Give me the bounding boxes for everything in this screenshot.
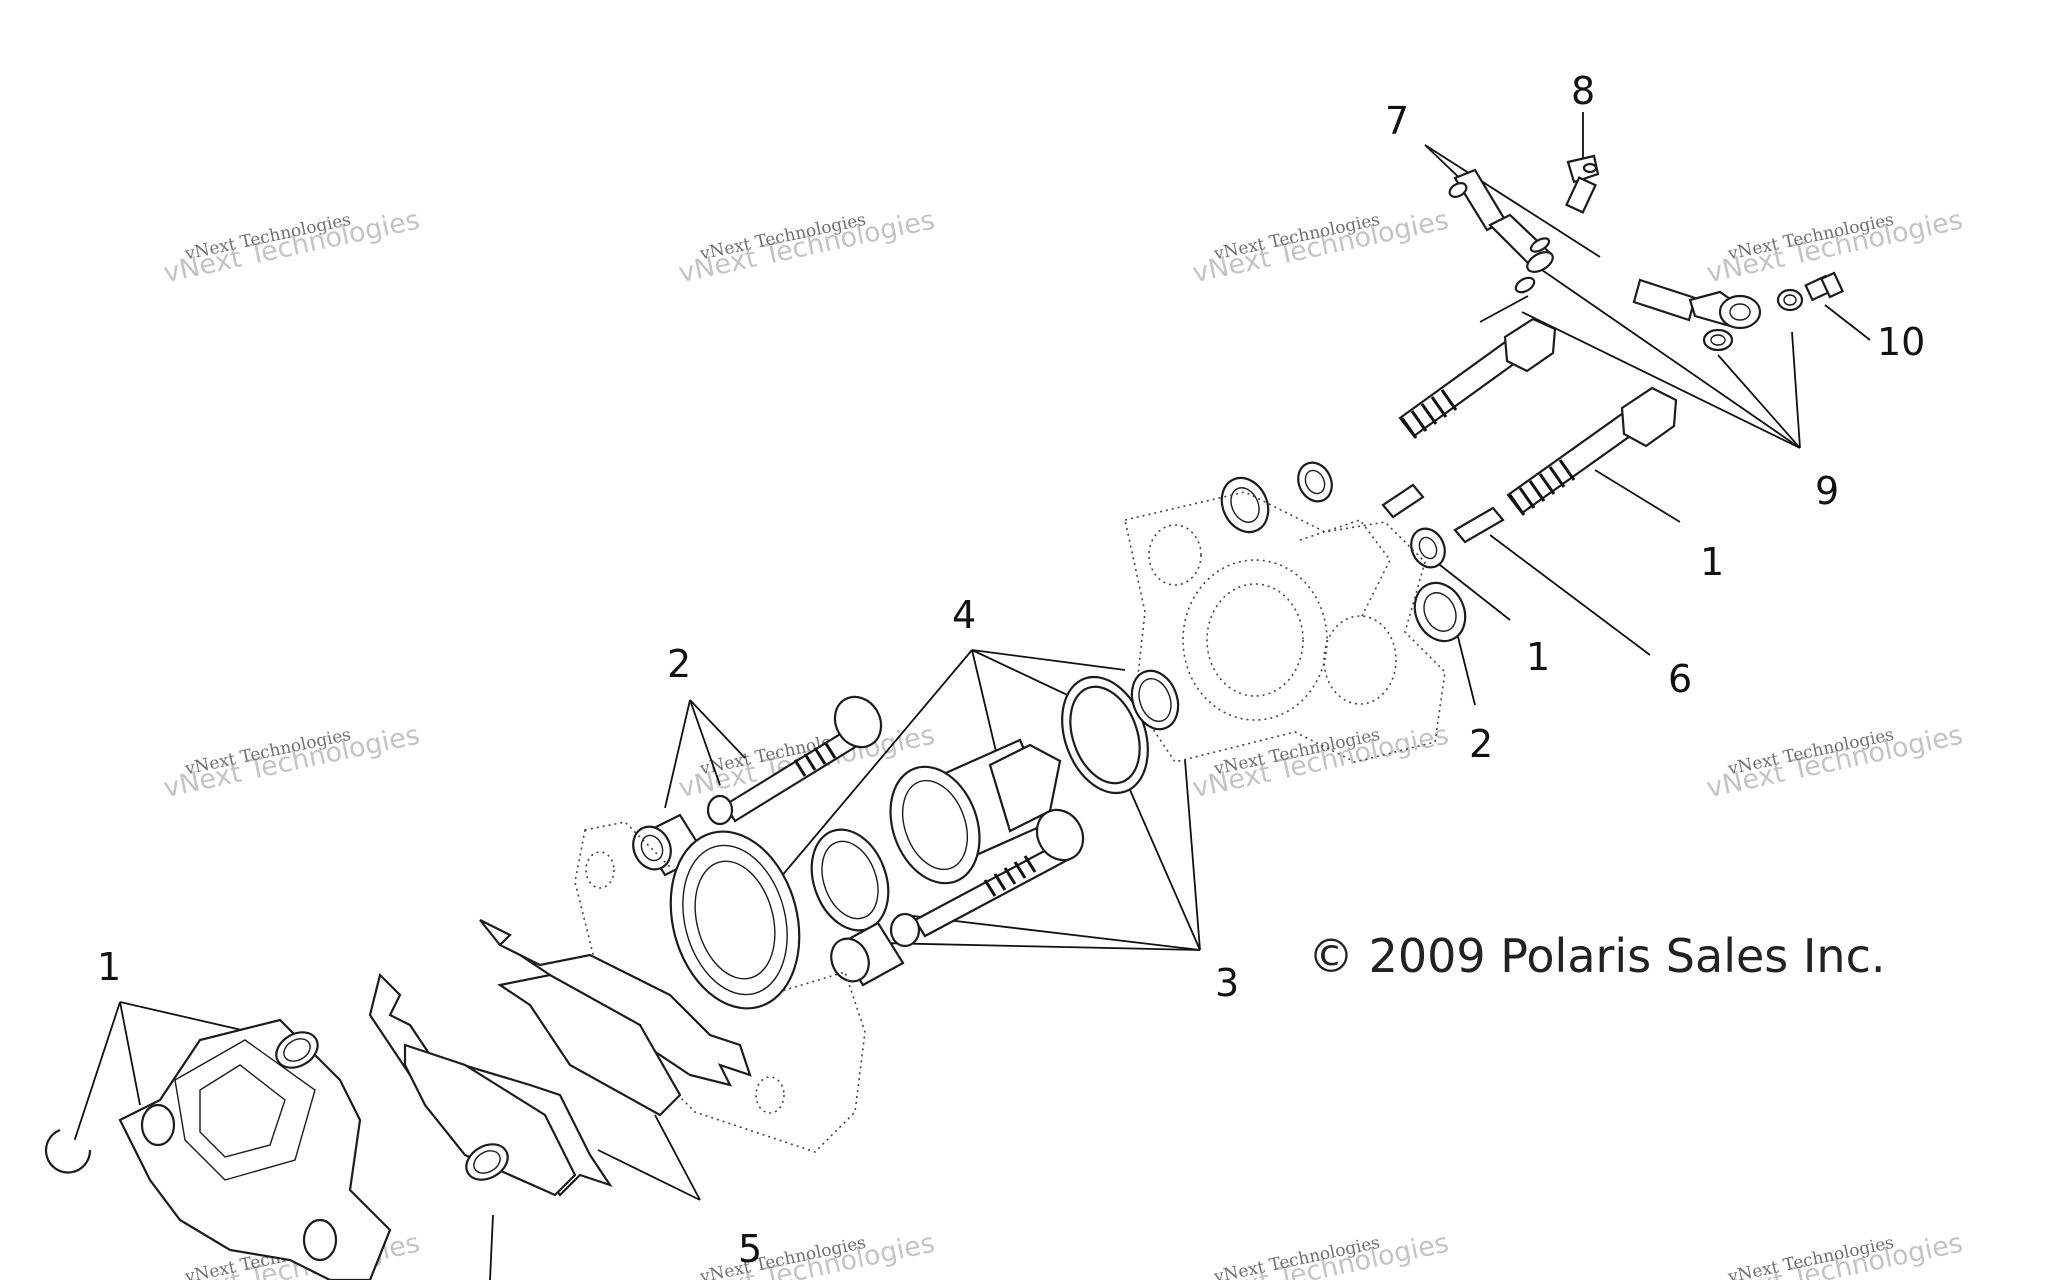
caliper-housing-outer	[1124, 491, 1446, 763]
brake-pad-inner	[479, 919, 752, 1117]
callout-7: 7	[1385, 99, 1409, 143]
callout-1-upper: 1	[1700, 540, 1724, 584]
callout-6: 6	[1668, 657, 1692, 701]
leader-lines	[72, 112, 1871, 1280]
callout-1-lower: 1	[97, 945, 121, 989]
callout-8: 8	[1571, 69, 1595, 113]
callout-2-right: 2	[1469, 722, 1493, 766]
watermark: vNext Technologies vNext Technologies	[1190, 205, 1452, 290]
bleeder-valve	[1565, 154, 1600, 214]
callout-2-left: 2	[667, 642, 691, 686]
caliper-seal-ring	[669, 830, 801, 1010]
slide-pin-lower	[889, 808, 1085, 948]
caliper-piston	[810, 669, 1180, 932]
watermark: vNext Technologies vNext Technologies	[1190, 720, 1452, 805]
watermark: vNext Technologies vNext Technologies	[161, 205, 423, 290]
slide-pin-upper	[706, 695, 883, 826]
washer-set	[1220, 461, 1467, 643]
watermark: vNext Technologies vNext Technologies	[1704, 1228, 1966, 1280]
mounting-bolt-lower	[1506, 386, 1678, 516]
banjo-bolt	[1804, 271, 1845, 302]
callout-1-middle: 1	[1526, 635, 1550, 679]
watermark: vNext Technologies vNext Technologies	[676, 1228, 938, 1280]
brake-pad-outer	[368, 972, 613, 1197]
callout-10: 10	[1877, 320, 1925, 364]
copyright-text: © 2009 Polaris Sales Inc.	[1308, 929, 1886, 983]
watermark: vNext Technologies vNext Technologies	[676, 205, 938, 290]
mounting-bolt-upper	[1398, 317, 1557, 439]
callout-9: 9	[1815, 469, 1839, 513]
brake-line-lower	[1632, 278, 1804, 352]
watermark: vNext Technologies vNext Technologies	[1704, 720, 1966, 805]
brake-line-upper	[1448, 168, 1554, 294]
bleeder-screw	[1381, 483, 1505, 544]
watermark: vNext Technologies vNext Technologies	[161, 720, 423, 805]
callout-5: 5	[738, 1227, 762, 1271]
caliper-body-lower	[44, 1018, 392, 1280]
caliper-plug	[275, 1031, 509, 1181]
watermark: vNext Technologies vNext Technologies	[1190, 1228, 1452, 1280]
bushing-center	[830, 921, 905, 987]
callout-4: 4	[952, 593, 976, 637]
callout-3: 3	[1215, 961, 1239, 1005]
